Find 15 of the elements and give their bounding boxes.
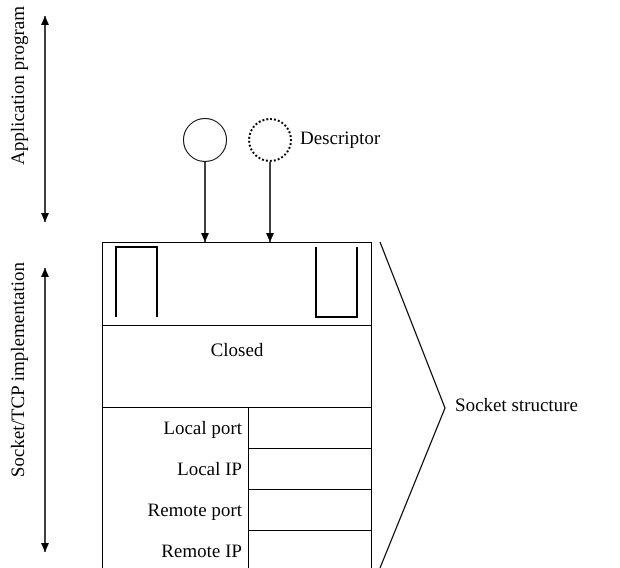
arrow <box>201 162 209 242</box>
layer-label: Socket/TCP implementation <box>8 262 30 478</box>
arrow <box>266 162 274 242</box>
field-label: Local port <box>162 417 243 441</box>
field-label: Remote port <box>146 499 243 523</box>
field-label: Local IP <box>176 458 243 482</box>
state-field <box>103 325 371 408</box>
socket-structure-box <box>102 242 372 568</box>
field-label: Remote IP <box>160 540 243 564</box>
dotted-circle <box>248 118 292 162</box>
layer-label: Application program <box>8 6 30 165</box>
state-text: Closed <box>210 340 264 363</box>
node-caption: Descriptor <box>300 128 380 150</box>
structure-label: Socket structure <box>455 395 578 417</box>
circle <box>183 118 227 162</box>
